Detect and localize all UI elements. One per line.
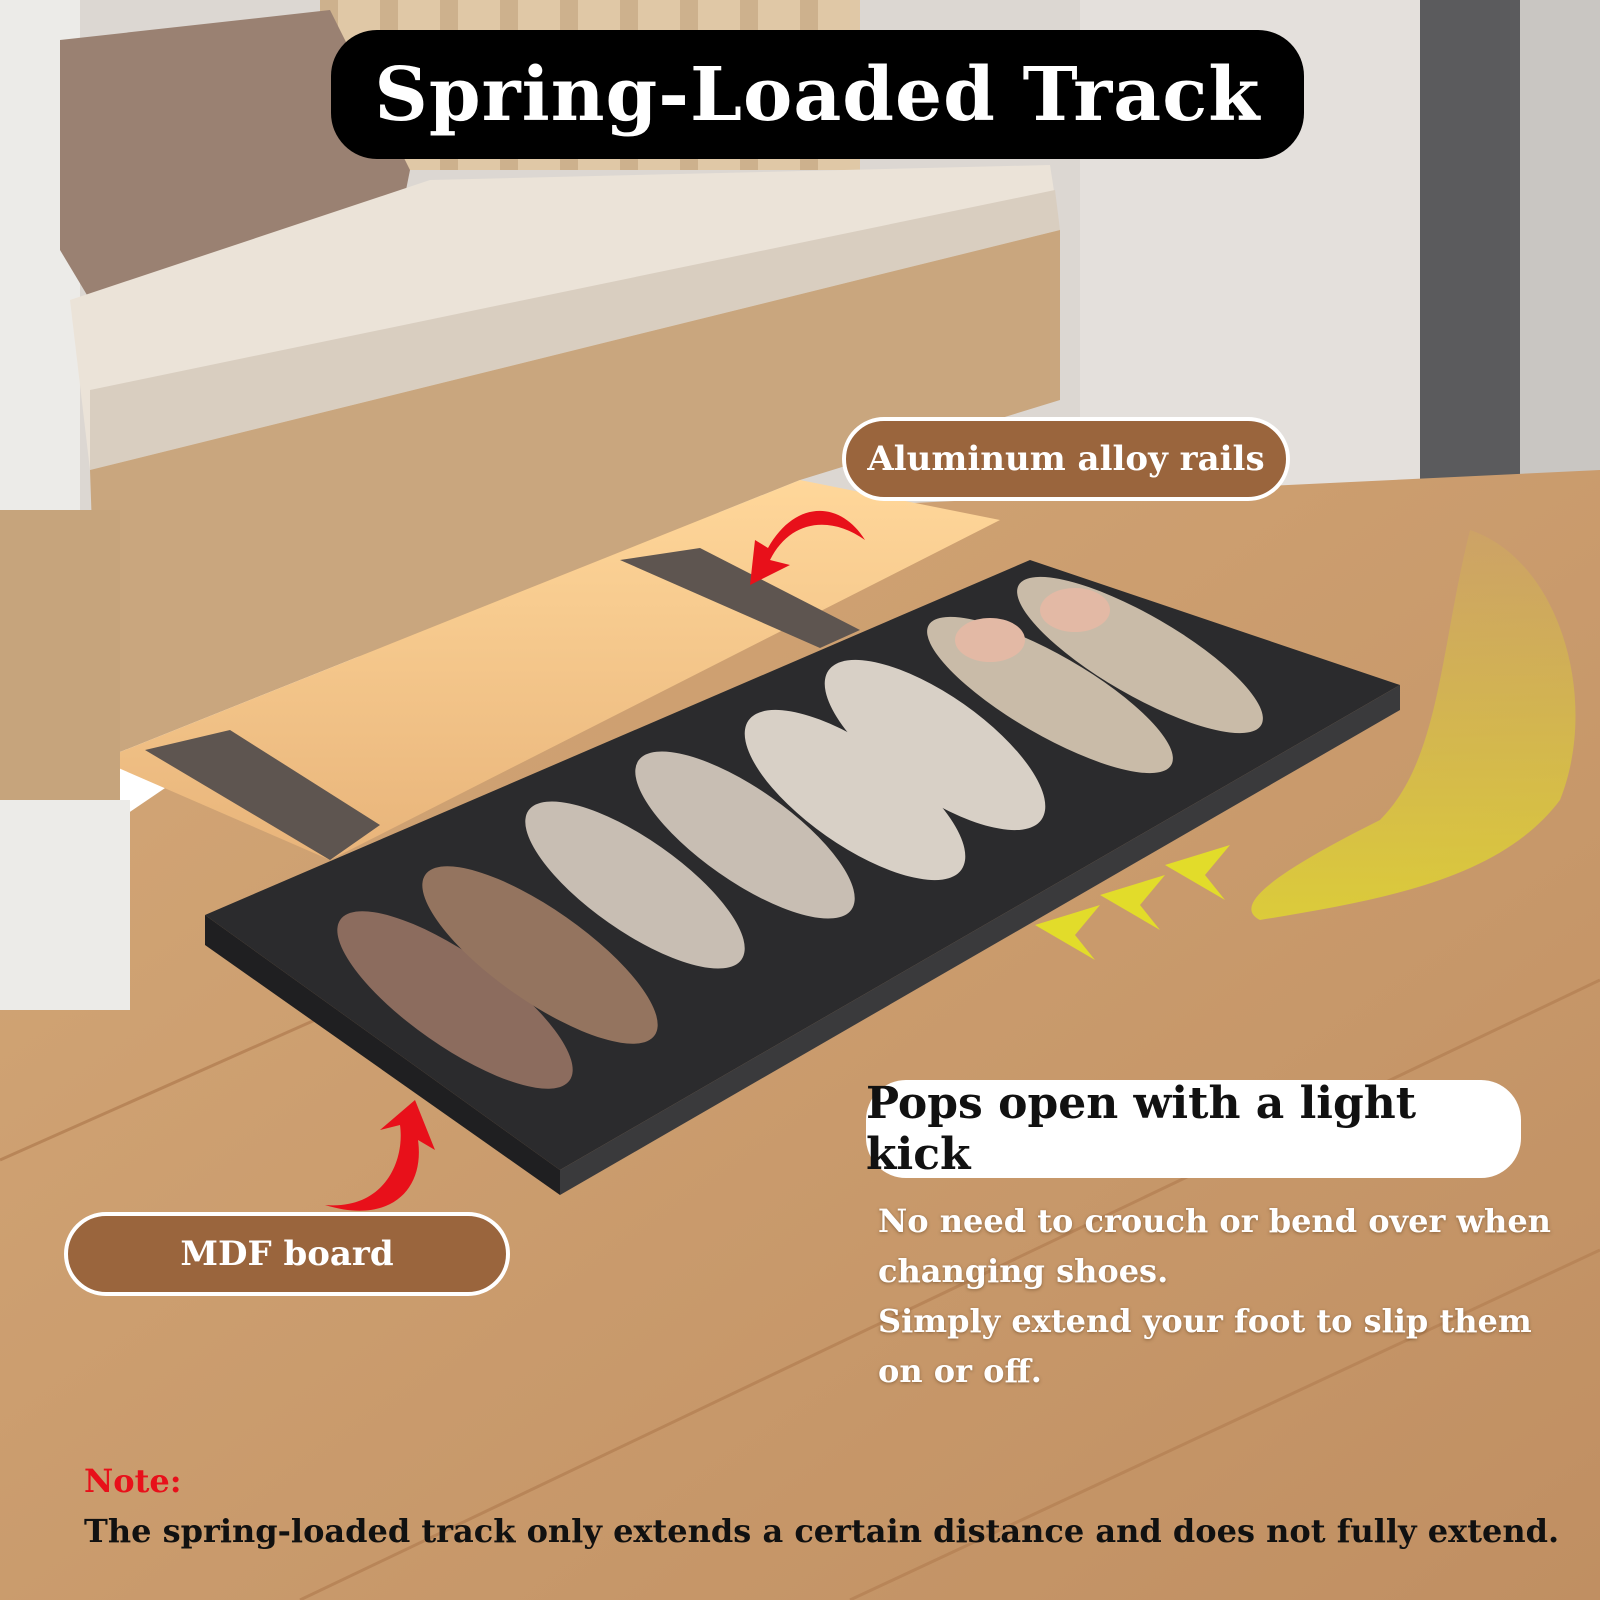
feature-description-line-1: No need to crouch or bend over when chan… xyxy=(878,1202,1551,1290)
slipper xyxy=(422,866,658,1044)
door-frame xyxy=(1420,0,1520,520)
red-arrow-board-icon xyxy=(325,1100,435,1211)
shoes xyxy=(337,576,1263,1089)
foot-motion-trail xyxy=(1251,530,1576,920)
tray-front-edge xyxy=(205,915,560,1195)
bow xyxy=(1040,588,1110,632)
slipper xyxy=(744,709,966,881)
board-callout-label: MDF board xyxy=(64,1212,510,1296)
cabinet-left-drawer xyxy=(0,510,120,800)
cabinet-left-lower xyxy=(0,800,130,1010)
yellow-arrow-icon xyxy=(1035,905,1100,960)
bow xyxy=(955,618,1025,662)
rail-front xyxy=(145,730,380,860)
yellow-arrow-icon xyxy=(1100,875,1165,930)
note-label: Note: xyxy=(84,1462,182,1500)
bench-under-glow xyxy=(100,480,1000,860)
title-banner: Spring-Loaded Track xyxy=(331,30,1304,159)
feature-heading: Pops open with a light kick xyxy=(866,1078,1521,1180)
red-arrow-rails-icon xyxy=(750,510,865,585)
tray-side-edge xyxy=(560,685,1400,1195)
slipper xyxy=(337,911,573,1089)
slipper xyxy=(824,659,1046,831)
yellow-arrow-icon xyxy=(1165,845,1230,900)
rails-callout-label: Aluminum alloy rails xyxy=(842,417,1290,501)
rail-back xyxy=(620,548,860,648)
cushion-quilting xyxy=(90,190,1060,470)
feature-description-line-2: Simply extend your foot to slip them on … xyxy=(878,1302,1532,1390)
slipper xyxy=(635,751,855,919)
bench-wood-front xyxy=(90,230,1060,760)
floor-plank-line xyxy=(849,1248,1600,1600)
slipper xyxy=(525,801,745,969)
note-text: The spring-loaded track only extends a c… xyxy=(84,1512,1560,1550)
kick-direction-arrows xyxy=(1035,845,1230,960)
